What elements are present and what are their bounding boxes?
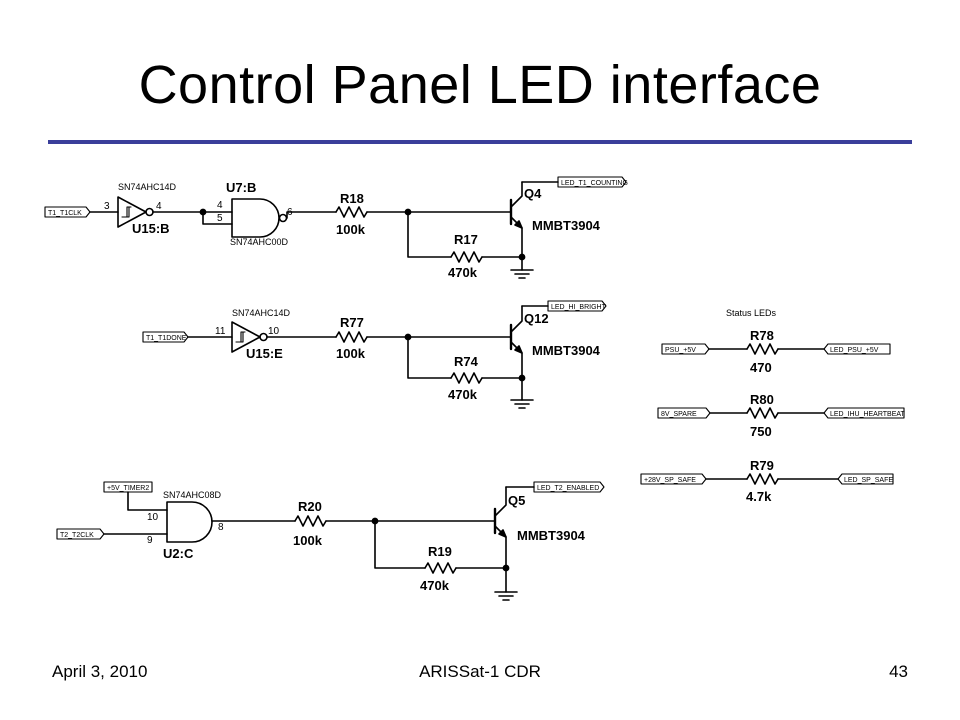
part-number: SN74AHC14D xyxy=(118,182,177,192)
ref-designator: R18 xyxy=(340,191,364,206)
resistor-value: 100k xyxy=(336,222,366,237)
resistor-value: 750 xyxy=(750,424,772,439)
input-port-t2-t2clk: T2_T2CLK xyxy=(56,528,105,540)
pin-number: 10 xyxy=(147,512,159,523)
resistor-value: 4.7k xyxy=(746,489,772,504)
title-underline xyxy=(48,140,912,144)
pin-number: 9 xyxy=(147,535,153,546)
pin-number: 3 xyxy=(104,201,110,212)
port-label: LED_PSU_+5V xyxy=(830,347,879,354)
circuit-2: T1_T1DONE 11 SN74AHC14D U15:E 10 R77 100… xyxy=(142,300,607,409)
status-row-r78: PSU_+5V R78 470 LED_PSU_+5V xyxy=(661,328,891,375)
ref-designator: Q5 xyxy=(508,493,525,508)
port-label: T1_T1DONE xyxy=(146,335,187,342)
port-label: T1_T1CLK xyxy=(48,210,82,217)
port-label: LED_HI_BRIGHT xyxy=(551,304,607,311)
resistor-value: 100k xyxy=(336,346,366,361)
slide-title: Control Panel LED interface xyxy=(138,55,822,115)
output-port-led-hi-bright: LED_HI_BRIGHT xyxy=(547,300,607,312)
resistor-value: 100k xyxy=(293,533,323,548)
resistor-value: 470k xyxy=(448,387,478,402)
ref-designator: R78 xyxy=(750,328,774,343)
pin-number: 10 xyxy=(268,326,280,337)
status-leds-block: Status LEDs PSU_+5V R78 470 LED_PSU_+5V … xyxy=(640,308,906,504)
and-gate-u2c xyxy=(166,501,213,543)
resistor-r74 xyxy=(450,372,483,384)
input-port-5v-timer2: +5V_TIMER2 xyxy=(103,481,153,493)
port-label: LED_T2_ENABLED xyxy=(537,485,599,492)
output-port-led-t1-counting: LED_T1_COUNTING xyxy=(557,176,628,188)
part-number: SN74AHC00D xyxy=(230,237,289,247)
circuit-1: T1_T1CLK 3 SN74AHC14D U15:B 4 4 5 U7:B S… xyxy=(44,176,628,280)
ref-designator: Q12 xyxy=(524,311,549,326)
npn-transistor-q5 xyxy=(493,486,507,593)
ref-designator: Q4 xyxy=(524,186,542,201)
npn-transistor-q12 xyxy=(509,305,523,401)
resistor-value: 470 xyxy=(750,360,772,375)
input-port-t1-t1clk: T1_T1CLK xyxy=(44,206,91,218)
resistor-r17 xyxy=(450,251,483,263)
ref-designator: R17 xyxy=(454,232,478,247)
status-leds-heading: Status LEDs xyxy=(726,308,777,318)
resistor-r18 xyxy=(335,206,368,218)
port-label: T2_T2CLK xyxy=(60,532,94,539)
part-number: MMBT3904 xyxy=(517,528,586,543)
pin-number: 4 xyxy=(217,200,223,211)
footer-center: ARISSat-1 CDR xyxy=(419,662,541,681)
ref-designator: U15:E xyxy=(246,346,283,361)
part-number: MMBT3904 xyxy=(532,343,601,358)
nand-gate-u7b xyxy=(231,198,288,238)
ref-designator: R74 xyxy=(454,354,479,369)
ref-designator: R80 xyxy=(750,392,774,407)
output-port-led-t2-enabled: LED_T2_ENABLED xyxy=(533,481,605,493)
port-label: LED_T1_COUNTING xyxy=(561,180,628,187)
port-label: +5V_TIMER2 xyxy=(107,485,149,492)
resistor-value: 470k xyxy=(420,578,450,593)
resistor-value: 470k xyxy=(448,265,478,280)
resistor-r20 xyxy=(294,515,327,527)
resistor-r77 xyxy=(335,331,368,343)
port-label: 8V_SPARE xyxy=(661,411,697,418)
resistor-r19 xyxy=(424,562,457,574)
part-number: SN74AHC14D xyxy=(232,308,291,318)
pin-number: 11 xyxy=(215,326,226,337)
ref-designator: R77 xyxy=(340,315,364,330)
ref-designator: R79 xyxy=(750,458,774,473)
pin-number: 8 xyxy=(218,522,224,533)
footer-page-number: 43 xyxy=(889,662,908,681)
port-label: LED_SP_SAFE xyxy=(844,477,893,484)
ref-designator: R20 xyxy=(298,499,322,514)
footer-date: April 3, 2010 xyxy=(52,662,148,681)
port-label: +28V_SP_SAFE xyxy=(644,477,696,484)
part-number: MMBT3904 xyxy=(532,218,601,233)
input-port-t1-t1done: T1_T1DONE xyxy=(142,331,189,343)
status-row-r80: 8V_SPARE R80 750 LED_IHU_HEARTBEAT xyxy=(657,392,906,439)
pin-number: 5 xyxy=(217,213,223,224)
port-label: PSU_+5V xyxy=(665,347,696,354)
ref-designator: U2:C xyxy=(163,546,194,561)
port-label: LED_IHU_HEARTBEAT xyxy=(830,411,906,418)
ref-designator: U7:B xyxy=(226,180,256,195)
ref-designator: U15:B xyxy=(132,221,170,236)
ref-designator: R19 xyxy=(428,544,452,559)
status-row-r79: +28V_SP_SAFE R79 4.7k LED_SP_SAFE xyxy=(640,458,894,504)
part-number: SN74AHC08D xyxy=(163,490,222,500)
circuit-3: +5V_TIMER2 10 T2_T2CLK 9 SN74AHC08D U2:C… xyxy=(56,481,605,601)
pin-number: 4 xyxy=(156,201,162,212)
